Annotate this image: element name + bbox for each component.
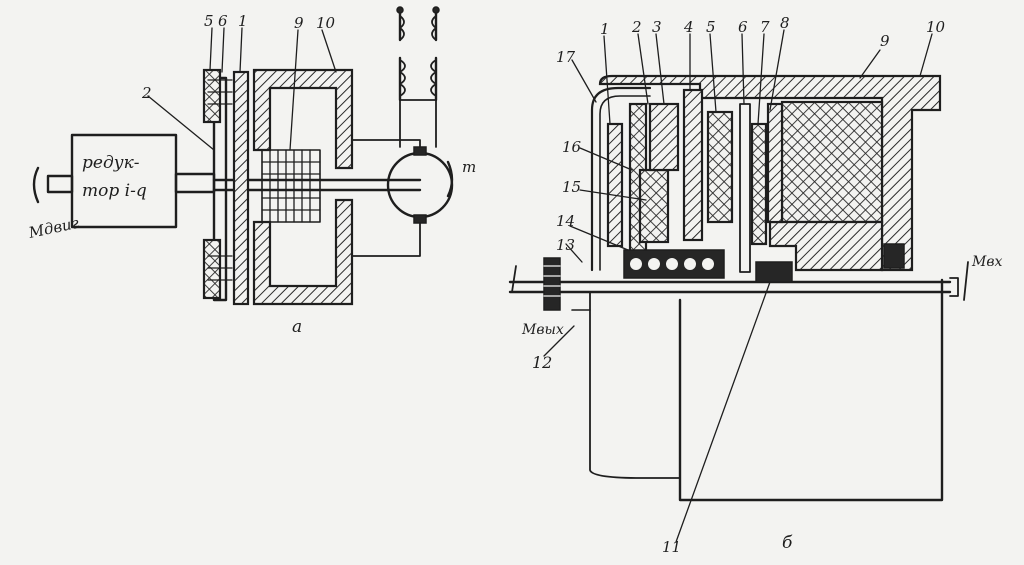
pad-5-top — [202, 68, 222, 124]
sub-label-a: а — [292, 317, 302, 337]
body-right — [678, 278, 944, 502]
disk-1 — [232, 70, 250, 306]
label-b-1: 1 — [600, 20, 610, 38]
gearbox-output-shaft — [174, 172, 216, 194]
motor-label: m — [462, 158, 476, 176]
coil-b — [780, 100, 884, 224]
label-b-12: 12 — [532, 353, 552, 372]
label-b-2: 2 — [631, 18, 642, 36]
gearbox-text-1: редук- — [82, 153, 140, 173]
label-b-7: 7 — [760, 18, 770, 36]
label-a-10: 10 — [316, 14, 336, 32]
disc-7 — [750, 122, 768, 246]
label-b-13: 13 — [556, 236, 575, 254]
label-b-15: 15 — [562, 178, 581, 196]
plate-16 — [606, 122, 624, 248]
input-torque-label: Mдвиг — [26, 214, 81, 242]
diagram-a: редук- тор i-q Mдвиг — [26, 6, 476, 337]
right-shaft-label: Mвх — [971, 254, 1002, 270]
label-a-1: 1 — [238, 12, 248, 30]
diagram-b: 1 2 3 4 5 6 7 8 9 10 11 12 13 14 15 16 1… — [508, 14, 1002, 556]
motor-torque-arrow — [446, 160, 454, 198]
magnet-yoke-bottom — [252, 198, 354, 306]
label-b-11: 11 — [662, 538, 681, 556]
ring-10 — [883, 243, 905, 269]
label-b-5: 5 — [706, 18, 716, 36]
motor-m — [386, 151, 454, 219]
sub-label-b: б — [782, 533, 793, 553]
label-b-4: 4 — [683, 18, 694, 36]
plate-4 — [682, 88, 704, 242]
magnet-yoke-top — [252, 68, 354, 170]
label-a-6: 6 — [218, 12, 228, 30]
core-bottom — [768, 220, 884, 272]
pad-5-bottom — [202, 238, 222, 300]
label-b-9: 9 — [880, 32, 890, 50]
gearbox-text-2: тор i-q — [82, 181, 147, 201]
input-torque-arrow — [32, 166, 40, 204]
disc-6 — [739, 103, 751, 273]
label-b-3: 3 — [652, 18, 662, 36]
label-a-9: 9 — [294, 14, 304, 32]
label-a-2: 2 — [141, 84, 152, 102]
part-2 — [648, 102, 680, 172]
armature-15 — [638, 168, 670, 244]
coil-9 — [261, 149, 321, 223]
body-left — [589, 291, 681, 479]
nut-8 — [755, 261, 793, 283]
core-inner — [766, 102, 784, 224]
label-a-5: 5 — [204, 12, 214, 30]
input-shaft — [46, 174, 74, 194]
knob-13 — [543, 257, 561, 311]
label-b-10: 10 — [926, 18, 946, 36]
wire-top — [351, 139, 421, 148]
label-b-16: 16 — [562, 138, 582, 156]
field-coil — [396, 6, 440, 102]
label-b-14: 14 — [556, 212, 575, 230]
label-b-8: 8 — [780, 14, 790, 32]
motor-brush-top — [413, 146, 427, 156]
label-b-6: 6 — [738, 18, 748, 36]
cover-17 — [590, 86, 652, 272]
wire-field — [399, 99, 437, 148]
wire-bottom — [351, 222, 421, 257]
disc-5 — [706, 110, 734, 224]
label-b-17: 17 — [556, 48, 576, 66]
motor-brush-bottom — [413, 214, 427, 224]
left-shaft-label: Mвых — [521, 322, 564, 338]
